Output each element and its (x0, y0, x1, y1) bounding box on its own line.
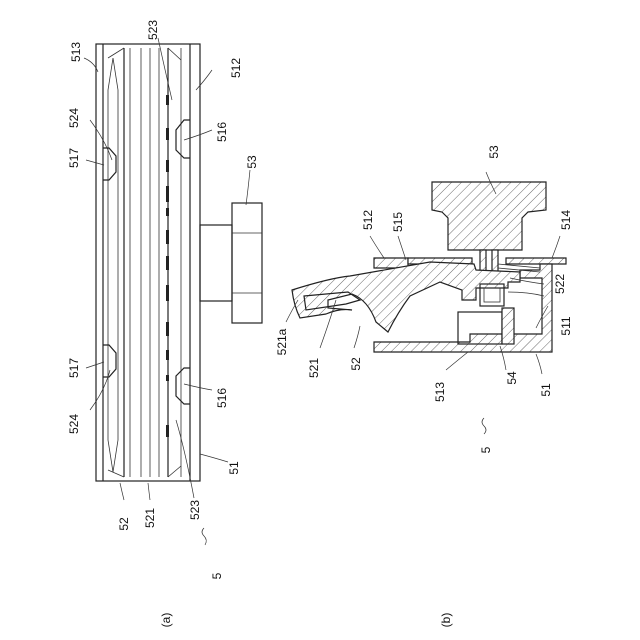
label-523-a-bottom: 523 (188, 500, 202, 520)
label-514-b: 514 (559, 210, 573, 230)
label-524-a-bottom: 524 (67, 414, 81, 434)
label-522-b: 522 (553, 274, 567, 294)
label-53-a: 53 (245, 155, 259, 169)
label-5-b: 5 (479, 446, 493, 453)
label-513-a: 513 (69, 42, 83, 62)
label-521a-b: 521a (275, 328, 289, 355)
label-51-a: 51 (227, 461, 241, 475)
label-512-b: 512 (361, 210, 375, 230)
label-54-b: 54 (505, 371, 519, 385)
label-5-a: 5 (210, 572, 224, 579)
label-517-a-top: 517 (67, 148, 81, 168)
label-521-a: 521 (143, 508, 157, 528)
label-52-b: 52 (349, 357, 363, 371)
label-511-b: 511 (559, 316, 573, 335)
label-521-b: 521 (307, 358, 321, 378)
label-523-a-top: 523 (146, 20, 160, 40)
caption-b: (b) (439, 613, 453, 628)
label-512-a: 512 (229, 58, 243, 78)
label-517-a-bottom: 517 (67, 358, 81, 378)
label-51-b: 51 (539, 383, 553, 397)
caption-a: (a) (159, 613, 173, 628)
panel-a-drawing (96, 44, 262, 481)
label-516-a-top: 516 (215, 122, 229, 142)
label-52-a: 52 (117, 517, 131, 531)
label-513-b: 513 (433, 382, 447, 402)
label-515-b: 515 (391, 212, 405, 232)
label-53-b: 53 (487, 145, 501, 159)
panel-b-labels: 53 512 515 514 522 521a 521 52 511 513 5… (275, 145, 573, 627)
label-524-a-top: 524 (67, 108, 81, 128)
label-516-a-bottom: 516 (215, 388, 229, 408)
panel-b-drawing (292, 182, 566, 352)
